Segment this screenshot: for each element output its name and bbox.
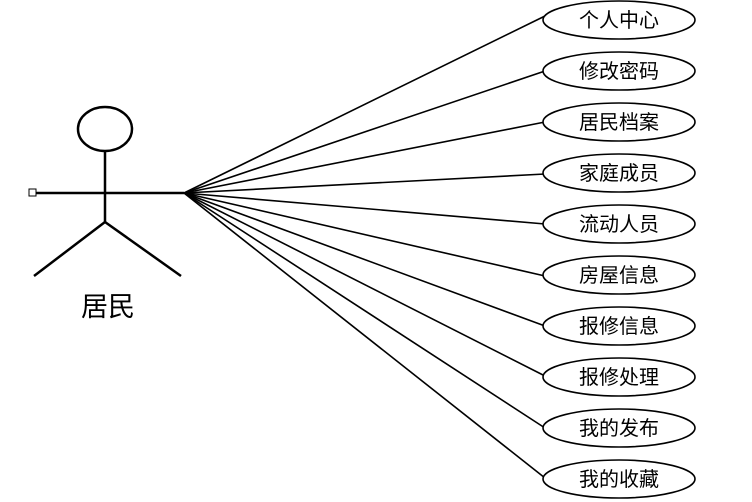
use-case-ellipse[interactable] bbox=[542, 51, 696, 91]
use-case-label: 房屋信息 bbox=[579, 263, 659, 287]
association-line bbox=[183, 173, 546, 194]
association-line bbox=[183, 192, 546, 429]
actor-head bbox=[76, 105, 134, 153]
use-case-my-posts[interactable]: 我的发布 bbox=[542, 408, 696, 448]
association-line bbox=[183, 192, 546, 277]
use-case-label: 我的收藏 bbox=[579, 467, 659, 491]
use-case-label: 个人中心 bbox=[579, 8, 659, 32]
association-line bbox=[183, 121, 546, 194]
use-case-ellipse[interactable] bbox=[542, 408, 696, 448]
actor-left-leg bbox=[33, 221, 106, 277]
use-case-ellipse[interactable] bbox=[542, 255, 696, 295]
use-case-ellipse[interactable] bbox=[542, 459, 696, 499]
association-line bbox=[183, 15, 546, 194]
use-case-my-favorites[interactable]: 我的收藏 bbox=[542, 459, 696, 499]
use-case-label: 居民档案 bbox=[579, 110, 659, 134]
association-line bbox=[183, 192, 546, 479]
actor-resident bbox=[33, 105, 184, 278]
use-case-label: 家庭成员 bbox=[579, 161, 659, 185]
use-case-change-password[interactable]: 修改密码 bbox=[542, 51, 696, 91]
use-case-repair-info[interactable]: 报修信息 bbox=[542, 306, 696, 346]
use-case-floating-population[interactable]: 流动人员 bbox=[542, 204, 696, 244]
use-case-ellipse[interactable] bbox=[542, 153, 696, 193]
use-case-ellipse[interactable] bbox=[542, 204, 696, 244]
use-case-ellipse[interactable] bbox=[542, 102, 696, 142]
association-line bbox=[183, 192, 546, 225]
actor-hand-marker bbox=[28, 188, 37, 197]
use-case-repair-handling[interactable]: 报修处理 bbox=[542, 357, 696, 397]
use-case-ellipse[interactable] bbox=[542, 357, 696, 397]
actor-right-leg bbox=[104, 220, 182, 278]
use-case-label: 我的发布 bbox=[579, 416, 659, 440]
association-line bbox=[183, 192, 546, 377]
use-case-label: 报修处理 bbox=[579, 365, 659, 389]
use-case-label: 流动人员 bbox=[579, 212, 659, 236]
use-case-housing-info[interactable]: 房屋信息 bbox=[542, 255, 696, 295]
use-case-family-members[interactable]: 家庭成员 bbox=[542, 153, 696, 193]
use-case-resident-archive[interactable]: 居民档案 bbox=[542, 102, 696, 142]
use-case-personal-center[interactable]: 个人中心 bbox=[542, 0, 696, 40]
use-case-ellipse[interactable] bbox=[542, 306, 696, 346]
association-line bbox=[183, 70, 546, 194]
use-case-label: 修改密码 bbox=[579, 59, 659, 83]
actor-name: 居民 bbox=[81, 292, 135, 323]
association-line bbox=[183, 192, 546, 327]
association-lines bbox=[183, 15, 546, 479]
use-case-ellipse[interactable] bbox=[542, 0, 696, 40]
use-case-label: 报修信息 bbox=[579, 314, 659, 338]
